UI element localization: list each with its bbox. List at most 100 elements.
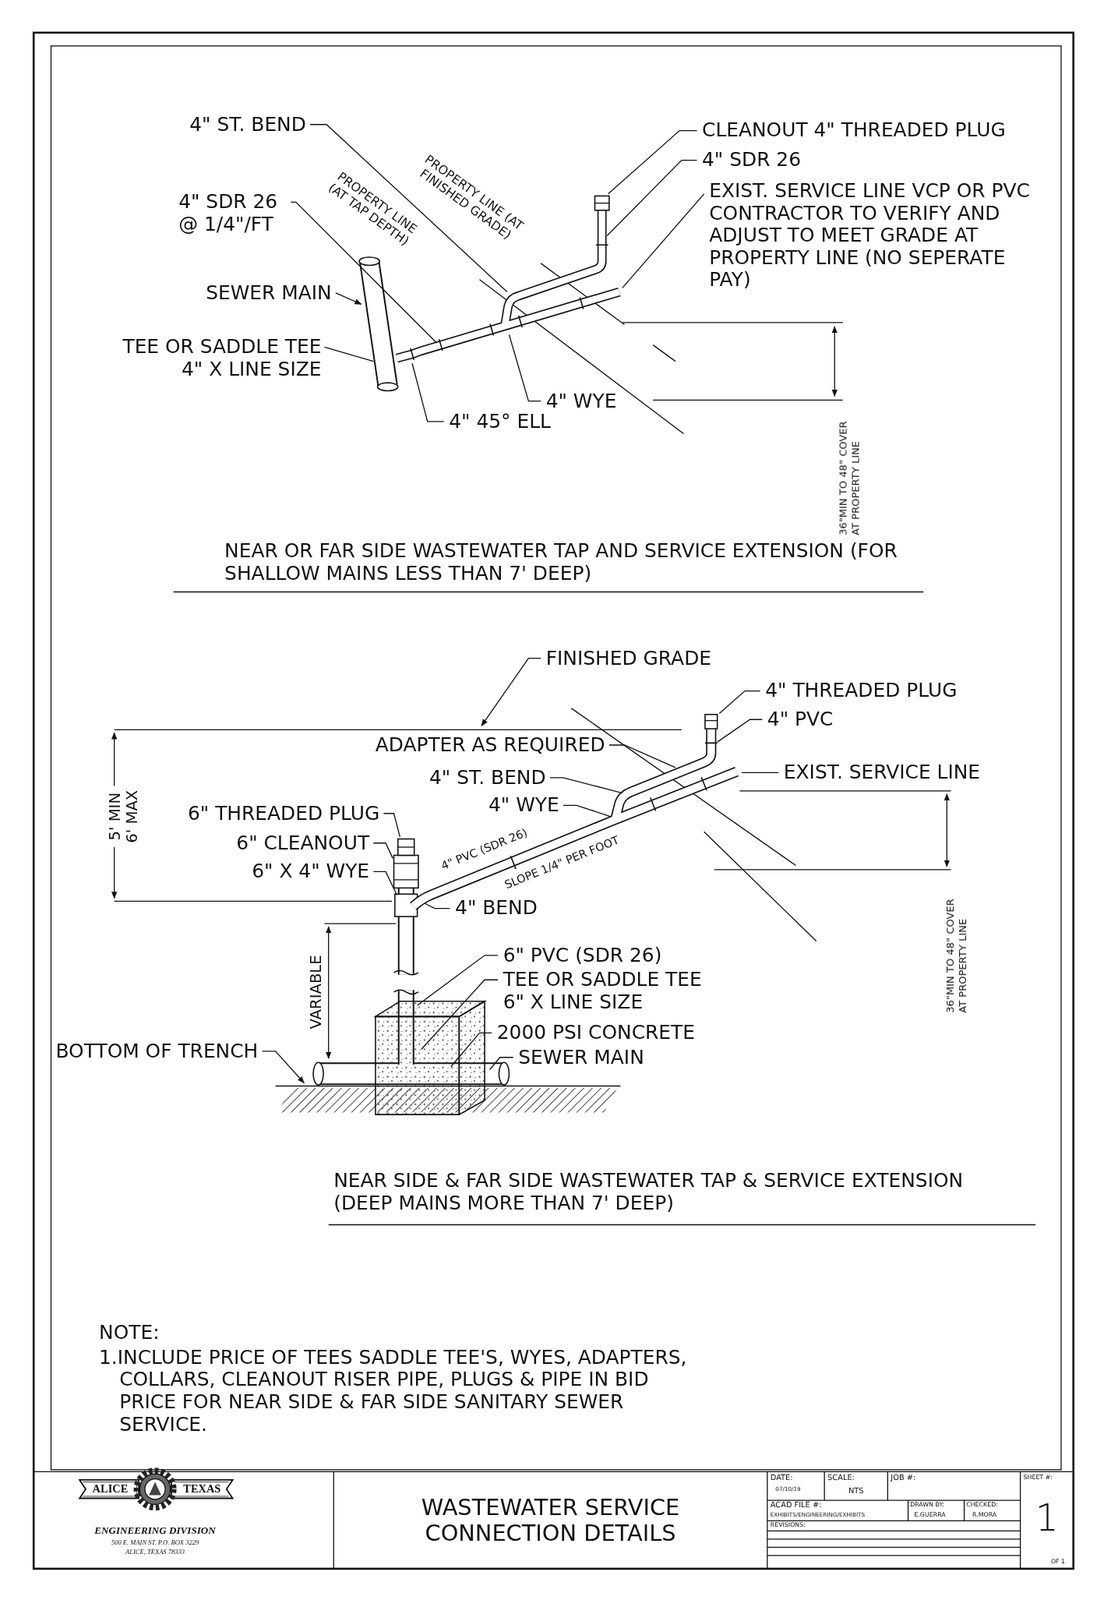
- leader-line: [282, 124, 705, 422]
- title-block-cell: REVISIONS:: [767, 1520, 1021, 1531]
- callout-label: 4" PVC: [767, 708, 834, 731]
- logo-banner: [171, 1479, 233, 1499]
- logo-word: TEXAS: [183, 1483, 221, 1495]
- callout-label: BOTTOM OF TRENCH: [55, 1040, 258, 1063]
- leader-line: [262, 1051, 305, 1083]
- callout-label: 6" PVC (SDR 26): [503, 943, 663, 967]
- title-block-text: JOB #:: [890, 1473, 916, 1482]
- cleanout-fitting: [394, 863, 419, 880]
- note-text: 1.INCLUDE PRICE OF TEES SADDLE TEE'S, WY…: [98, 1345, 702, 1435]
- dimension-label: 5' MIN 6' MAX: [106, 785, 142, 847]
- logo-cell: ALICE TEXAS ENGINEERING DIVISION 500 E. MAI…: [33, 1470, 334, 1568]
- title-block-text: NTS: [848, 1486, 865, 1495]
- cleanout-fitting: [394, 854, 419, 888]
- title-block-text: 1: [1035, 1499, 1059, 1537]
- logo-banner: [82, 1481, 137, 1496]
- callout-note: EXIST. SERVICE LINE VCP OR PVC CONTRACTO…: [708, 179, 1046, 292]
- pipe-end: [377, 382, 399, 391]
- title-block-text: REVISIONS:: [770, 1521, 806, 1528]
- title-block-cell: CHECKED: R.MORA: [964, 1499, 1021, 1521]
- detail-caption: NEAR SIDE & FAR SIDE WASTEWATER TAP & SE…: [333, 1169, 1028, 1214]
- logo-gear: [144, 1478, 166, 1500]
- caption-underline: [173, 591, 925, 593]
- sheet-number-cell: SHEET #: 1 OF 1: [1020, 1470, 1074, 1568]
- sewer-main-pipe: [369, 261, 388, 386]
- pipe-label: SLOPE 1/4" PER FOOT: [503, 834, 622, 893]
- logo-mark: [148, 1481, 162, 1496]
- callout-label: SEWER MAIN: [205, 282, 332, 305]
- leader-line: [335, 292, 362, 304]
- trench-bottom: [275, 1085, 621, 1087]
- dimension-label: VARIABLE: [307, 954, 326, 1029]
- dimension-extension: [114, 729, 952, 924]
- trench-ground: [277, 1087, 618, 1112]
- logo-gear: [139, 1473, 170, 1504]
- title-block-text: E.GUERRA: [913, 1511, 946, 1518]
- title-block-text: R.MORA: [972, 1511, 997, 1518]
- threaded-plug: [595, 202, 610, 204]
- logo-banner: [79, 1479, 139, 1499]
- callout-label: 4" SDR 26 @ 1/4"/FT: [178, 190, 291, 236]
- dimension-label: 36"MIN TO 48" COVER AT PROPERTY LINE: [837, 407, 861, 536]
- title-block-cell: DRAWN BY: E.GUERRA: [908, 1499, 965, 1521]
- dimension-extension: [622, 322, 843, 401]
- leader-line: [373, 691, 779, 1070]
- sheet-title: WASTEWATER SERVICE CONNECTION DETAILS: [397, 1494, 704, 1546]
- title-block-text: OF 1: [1051, 1558, 1066, 1565]
- address-line: ALICE, TEXAS 78333: [125, 1548, 185, 1556]
- callout-label: 6" X 4" WYE: [251, 860, 370, 883]
- pipe-break: [394, 969, 419, 994]
- logo-word: ALICE: [92, 1483, 129, 1495]
- pipe-joint: [410, 244, 609, 360]
- callout-label: 6" THREADED PLUG: [187, 801, 380, 825]
- title-block-text: SHEET #:: [1023, 1473, 1053, 1480]
- dimension-line: [946, 793, 948, 867]
- dimension-line: [834, 326, 836, 396]
- callout-label: 6" CLEANOUT: [236, 831, 370, 854]
- address-line: 500 E. MAIN ST. P.O. BOX 3229: [111, 1539, 199, 1547]
- detail-caption: NEAR OR FAR SIDE WASTEWATER TAP AND SERV…: [224, 539, 914, 585]
- dimension-line: [328, 926, 329, 1059]
- title-block-text: EXHIBITS/ENGINEERING/EXHIBITS: [770, 1511, 865, 1517]
- division-name: ENGINEERING DIVISION: [94, 1525, 216, 1536]
- title-block-text: 07/10/19: [775, 1486, 801, 1492]
- pipe-end: [359, 257, 380, 265]
- title-block-text: CHECKED:: [966, 1500, 999, 1507]
- title-block-text: ACAD FILE #:: [770, 1500, 822, 1509]
- sewer-main-pipe: [369, 261, 388, 386]
- title-block-text: DRAWN BY:: [910, 1500, 945, 1507]
- threaded-plug: [398, 839, 415, 856]
- callout-label: 4" 45° ELL: [448, 410, 551, 434]
- threaded-plug: [705, 714, 718, 729]
- callout-label: 2000 PSI CONCRETE: [497, 1021, 695, 1045]
- property-line: [479, 263, 685, 434]
- title-block-grid: [33, 1470, 1073, 1568]
- callout-label: EXIST. SERVICE LINE: [783, 761, 981, 784]
- threaded-plug: [595, 195, 610, 210]
- callout-label: TEE OR SADDLE TEE 4" X LINE SIZE: [109, 335, 321, 381]
- callout-label: FINISHED GRADE: [546, 646, 712, 670]
- logo-gear: [136, 1470, 173, 1507]
- pipe-end: [498, 1061, 509, 1085]
- callout-label: 4" ST. BEND: [429, 766, 547, 790]
- inner-border: [50, 45, 1062, 1470]
- title-block-cell: JOB #:: [887, 1470, 1020, 1500]
- threaded-plug: [705, 719, 718, 721]
- dimension-label: 36"MIN TO 48" COVER AT PROPERTY LINE: [944, 885, 968, 1013]
- callout-label: 4" BEND: [455, 896, 538, 920]
- outer-border: [33, 32, 1073, 1569]
- title-block-text: SCALE:: [827, 1473, 855, 1482]
- callout-label: 4" WYE: [546, 389, 618, 413]
- property-line-label: PROPERTY LINE (AT TAP DEPTH): [320, 165, 424, 252]
- logo-banner: [173, 1481, 230, 1496]
- note-heading: NOTE:: [98, 1321, 160, 1344]
- callout-label: 4" WYE: [488, 793, 560, 817]
- callout-label: ADAPTER AS REQUIRED: [375, 733, 606, 757]
- title-block-cell: DATE:07/10/19: [767, 1470, 825, 1500]
- callout-label: 4" THREADED PLUG: [765, 679, 957, 702]
- threaded-plug: [398, 846, 415, 847]
- title-block-cell: SCALE: NTS: [824, 1470, 888, 1500]
- callout-label: CLEANOUT 4" THREADED PLUG: [701, 119, 1006, 142]
